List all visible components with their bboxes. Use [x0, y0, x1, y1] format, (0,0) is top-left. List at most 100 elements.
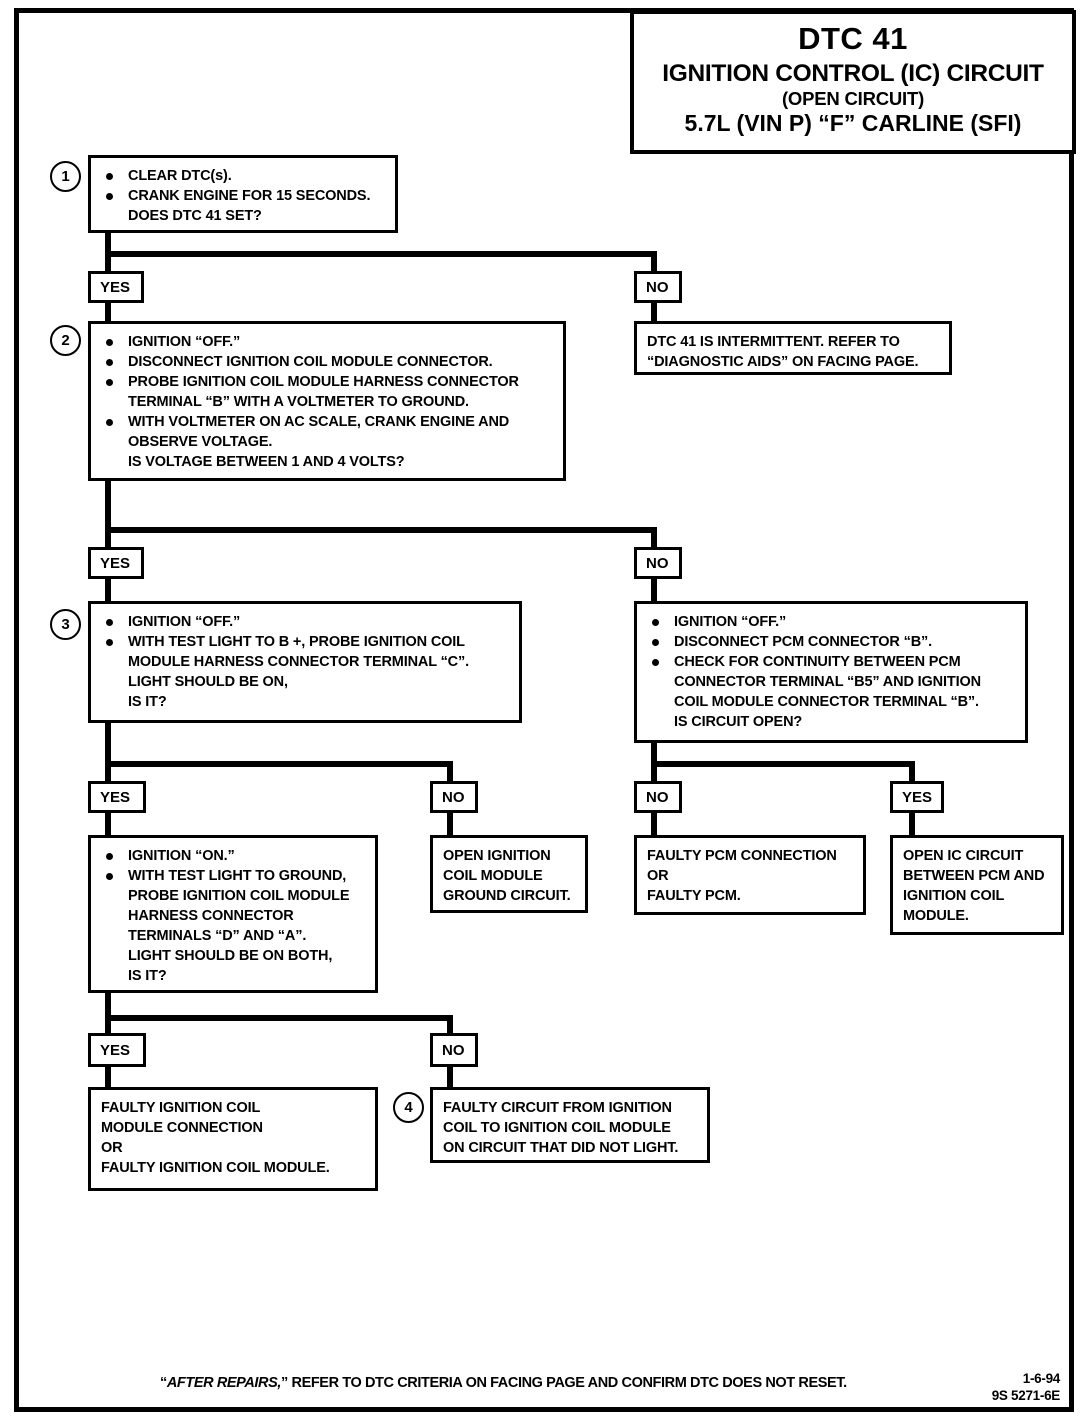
- faultycoil-line-4: FAULTY IGNITION COIL MODULE.: [101, 1160, 330, 1176]
- branch1-no-label: NO: [634, 271, 682, 303]
- step2-box: IGNITION “OFF.” DISCONNECT IGNITION COIL…: [88, 321, 566, 481]
- pcm-continuity-check-box: IGNITION “OFF.” DISCONNECT PCM CONNECTOR…: [634, 601, 1028, 743]
- ignition-on-test-box: IGNITION “ON.” WITH TEST LIGHT TO GROUND…: [88, 835, 378, 993]
- footer-note: “AFTER REPAIRS,” REFER TO DTC CRITERIA O…: [160, 1375, 847, 1391]
- connector-branch3-no-down: [447, 761, 453, 783]
- footer-note-open-quote: “: [160, 1375, 167, 1391]
- connector-ignitionon-down: [105, 993, 111, 1019]
- step-number-2: 2: [50, 325, 81, 356]
- open-ground-circuit-box: OPEN IGNITION COIL MODULE GROUND CIRCUIT…: [430, 835, 588, 913]
- connector-pcmcheck-down: [651, 743, 657, 765]
- branch2-no-label: NO: [634, 547, 682, 579]
- branch4-yes-label: YES: [890, 781, 944, 813]
- faultycircuit-line-3: ON CIRCUIT THAT DID NOT LIGHT.: [443, 1140, 679, 1156]
- connector-yes5-to-faultycoil: [105, 1067, 111, 1089]
- step3-line-5: IS IT?: [128, 694, 167, 710]
- connector-branch5-horizontal: [105, 1015, 453, 1021]
- faultycoil-line-2: MODULE CONNECTION: [101, 1120, 263, 1136]
- connector-step1-down: [105, 233, 111, 257]
- faultypcm-line-2: OR: [647, 868, 669, 884]
- step1-line-1: CLEAR DTC(s).: [101, 166, 385, 186]
- step3-line-3: MODULE HARNESS CONNECTOR TERMINAL “C”.: [128, 654, 469, 670]
- connector-yes2-to-step3: [105, 579, 111, 601]
- circuit-condition-title: (OPEN CIRCUIT): [781, 87, 925, 109]
- faultycircuit-line-2: COIL TO IGNITION COIL MODULE: [443, 1120, 671, 1136]
- branch1-yes-label: YES: [88, 271, 144, 303]
- step3-line-4: LIGHT SHOULD BE ON,: [128, 674, 288, 690]
- faultypcm-line-1: FAULTY PCM CONNECTION: [647, 848, 837, 864]
- connector-branch5-no-down: [447, 1015, 453, 1037]
- ignitionon-line-2: WITH TEST LIGHT TO GROUND,: [101, 866, 365, 886]
- openic-line-3: IGNITION COIL: [903, 888, 1005, 904]
- ignitionon-line-7: IS IT?: [128, 968, 167, 984]
- openground-line-3: GROUND CIRCUIT.: [443, 888, 571, 904]
- connector-branch2-no-down: [651, 527, 657, 549]
- step1-line-3: DOES DTC 41 SET?: [128, 208, 262, 224]
- engine-carline-title: 5.7L (VIN P) “F” CARLINE (SFI): [684, 109, 1022, 136]
- connector-no5-to-faultycircuit: [447, 1067, 453, 1089]
- intermittent-line-1: DTC 41 IS INTERMITTENT. REFER TO: [647, 334, 900, 350]
- connector-branch3-yes-down: [105, 761, 111, 783]
- footer-date: 1-6-94: [1022, 1371, 1061, 1386]
- connector-step3-down: [105, 723, 111, 765]
- connector-branch1-horizontal: [105, 251, 657, 257]
- connector-no4-to-faultypcm: [651, 813, 657, 837]
- chart-title-block: DTC 41 IGNITION CONTROL (IC) CIRCUIT (OP…: [630, 10, 1076, 154]
- step2-line-7: IS VOLTAGE BETWEEN 1 AND 4 VOLTS?: [128, 454, 405, 470]
- step1-box: CLEAR DTC(s). CRANK ENGINE FOR 15 SECOND…: [88, 155, 398, 233]
- faultycoil-line-3: OR: [101, 1140, 123, 1156]
- step3-line-2: WITH TEST LIGHT TO B +, PROBE IGNITION C…: [101, 632, 509, 652]
- connector-branch4-horizontal: [651, 761, 915, 767]
- connector-branch3-horizontal: [105, 761, 453, 767]
- faultycircuit-line-1: FAULTY CIRCUIT FROM IGNITION: [443, 1100, 672, 1116]
- connector-branch2-yes-down: [105, 527, 111, 549]
- pcmcheck-line-5: COIL MODULE CONNECTOR TERMINAL “B”.: [674, 694, 979, 710]
- faulty-pcm-box: FAULTY PCM CONNECTION OR FAULTY PCM.: [634, 835, 866, 915]
- footer-document-code: 1-6-94 9S 5271-6E: [960, 1371, 1061, 1405]
- connector-branch4-no-down: [651, 761, 657, 783]
- step3-box: IGNITION “OFF.” WITH TEST LIGHT TO B +, …: [88, 601, 522, 723]
- branch5-yes-label: YES: [88, 1033, 146, 1067]
- connector-branch4-yes-down: [909, 761, 915, 783]
- step-number-3: 3: [50, 609, 81, 640]
- connector-branch1-no-down: [651, 251, 657, 273]
- pcmcheck-line-3: CHECK FOR CONTINUITY BETWEEN PCM: [647, 652, 1015, 672]
- ignitionon-line-1: IGNITION “ON.”: [101, 846, 365, 866]
- openground-line-1: OPEN IGNITION: [443, 848, 551, 864]
- footer-note-rest: ” REFER TO DTC CRITERIA ON FACING PAGE A…: [281, 1375, 847, 1391]
- step2-line-1: IGNITION “OFF.”: [101, 332, 553, 352]
- connector-no2-to-pcmcheck: [651, 579, 657, 601]
- circuit-name-title: IGNITION CONTROL (IC) CIRCUIT: [662, 60, 1044, 88]
- connector-no3-to-openground: [447, 813, 453, 837]
- footer-note-emphasis: AFTER REPAIRS,: [166, 1375, 282, 1391]
- step2-line-2: DISCONNECT IGNITION COIL MODULE CONNECTO…: [101, 352, 553, 372]
- pcmcheck-line-4: CONNECTOR TERMINAL “B5” AND IGNITION: [674, 674, 981, 690]
- connector-step2-down: [105, 481, 111, 531]
- openground-line-2: COIL MODULE: [443, 868, 543, 884]
- connector-branch1-yes-down: [105, 251, 111, 273]
- branch5-no-label: NO: [430, 1033, 478, 1067]
- step2-line-4: TERMINAL “B” WITH A VOLTMETER TO GROUND.: [128, 394, 469, 410]
- openic-line-1: OPEN IC CIRCUIT: [903, 848, 1024, 864]
- intermittent-result-box: DTC 41 IS INTERMITTENT. REFER TO “DIAGNO…: [634, 321, 952, 375]
- ignitionon-line-4: HARNESS CONNECTOR: [128, 908, 294, 924]
- step-number-4: 4: [393, 1092, 424, 1123]
- openic-line-2: BETWEEN PCM AND: [903, 868, 1045, 884]
- openic-line-4: MODULE.: [903, 908, 969, 924]
- footer-doc-number: 9S 5271-6E: [991, 1387, 1061, 1403]
- ignitionon-line-5: TERMINALS “D” AND “A”.: [128, 928, 307, 944]
- connector-yes3-to-ignitionon: [105, 813, 111, 837]
- branch4-no-label: NO: [634, 781, 682, 813]
- connector-yes1-to-step2: [105, 303, 111, 323]
- connector-yes4-to-openic: [909, 813, 915, 837]
- connector-branch5-yes-down: [105, 1015, 111, 1037]
- step2-line-5: WITH VOLTMETER ON AC SCALE, CRANK ENGINE…: [101, 412, 553, 432]
- step2-line-3: PROBE IGNITION COIL MODULE HARNESS CONNE…: [101, 372, 553, 392]
- ignitionon-line-3: PROBE IGNITION COIL MODULE: [128, 888, 350, 904]
- intermittent-line-2: “DIAGNOSTIC AIDS” ON FACING PAGE.: [647, 354, 919, 370]
- page-border: [14, 8, 1074, 1412]
- faultypcm-line-3: FAULTY PCM.: [647, 888, 741, 904]
- pcmcheck-line-2: DISCONNECT PCM CONNECTOR “B”.: [647, 632, 1015, 652]
- dtc-code-title: DTC 41: [798, 21, 908, 56]
